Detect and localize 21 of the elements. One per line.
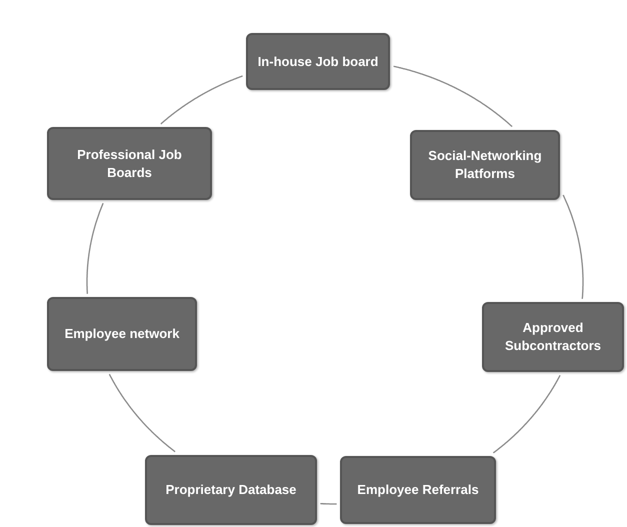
- source-label: Employee network: [64, 325, 180, 343]
- source-label: Social-Networking Platforms: [427, 147, 543, 183]
- source-box: [47, 127, 212, 200]
- source-label: Proprietary Database: [166, 481, 296, 499]
- source-box: [482, 302, 624, 372]
- connector-line: [86, 202, 104, 294]
- source-box: [340, 456, 496, 524]
- connector-line: [160, 75, 243, 124]
- connector-line: [108, 374, 176, 452]
- source-box: [246, 33, 390, 90]
- source-label: Professional Job Boards: [76, 146, 183, 182]
- connector-line: [492, 374, 561, 454]
- source-label: In-house Job board: [258, 52, 378, 70]
- source-label: Approved Subcontractors: [504, 319, 602, 355]
- connector-line: [562, 194, 584, 299]
- source-box: [47, 297, 197, 371]
- source-box: [410, 130, 560, 200]
- connector-line: [320, 502, 337, 505]
- source-box: [145, 455, 317, 525]
- connector-line: [393, 66, 513, 128]
- source-label: Employee Referrals: [357, 481, 479, 499]
